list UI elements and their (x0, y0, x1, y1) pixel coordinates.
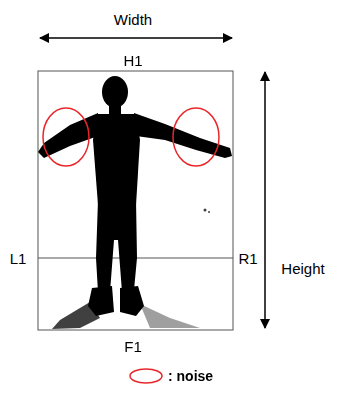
side-label: F1 (124, 339, 142, 354)
side-label: L1 (10, 251, 27, 266)
width-arrow (40, 37, 232, 39)
side-label: H1 (123, 53, 142, 68)
dimension-label: Height (281, 261, 324, 276)
noise-ellipse (43, 108, 89, 166)
shadow-noise (52, 209, 210, 330)
side-label: R1 (238, 251, 257, 266)
dimension-label: Width (114, 12, 152, 27)
legend-text: : noise (168, 369, 213, 383)
height-arrow (264, 72, 266, 328)
legend-sample (130, 369, 162, 383)
person-silhouette (38, 76, 232, 316)
noise-ellipse (173, 108, 219, 166)
bounding-box (38, 71, 233, 330)
